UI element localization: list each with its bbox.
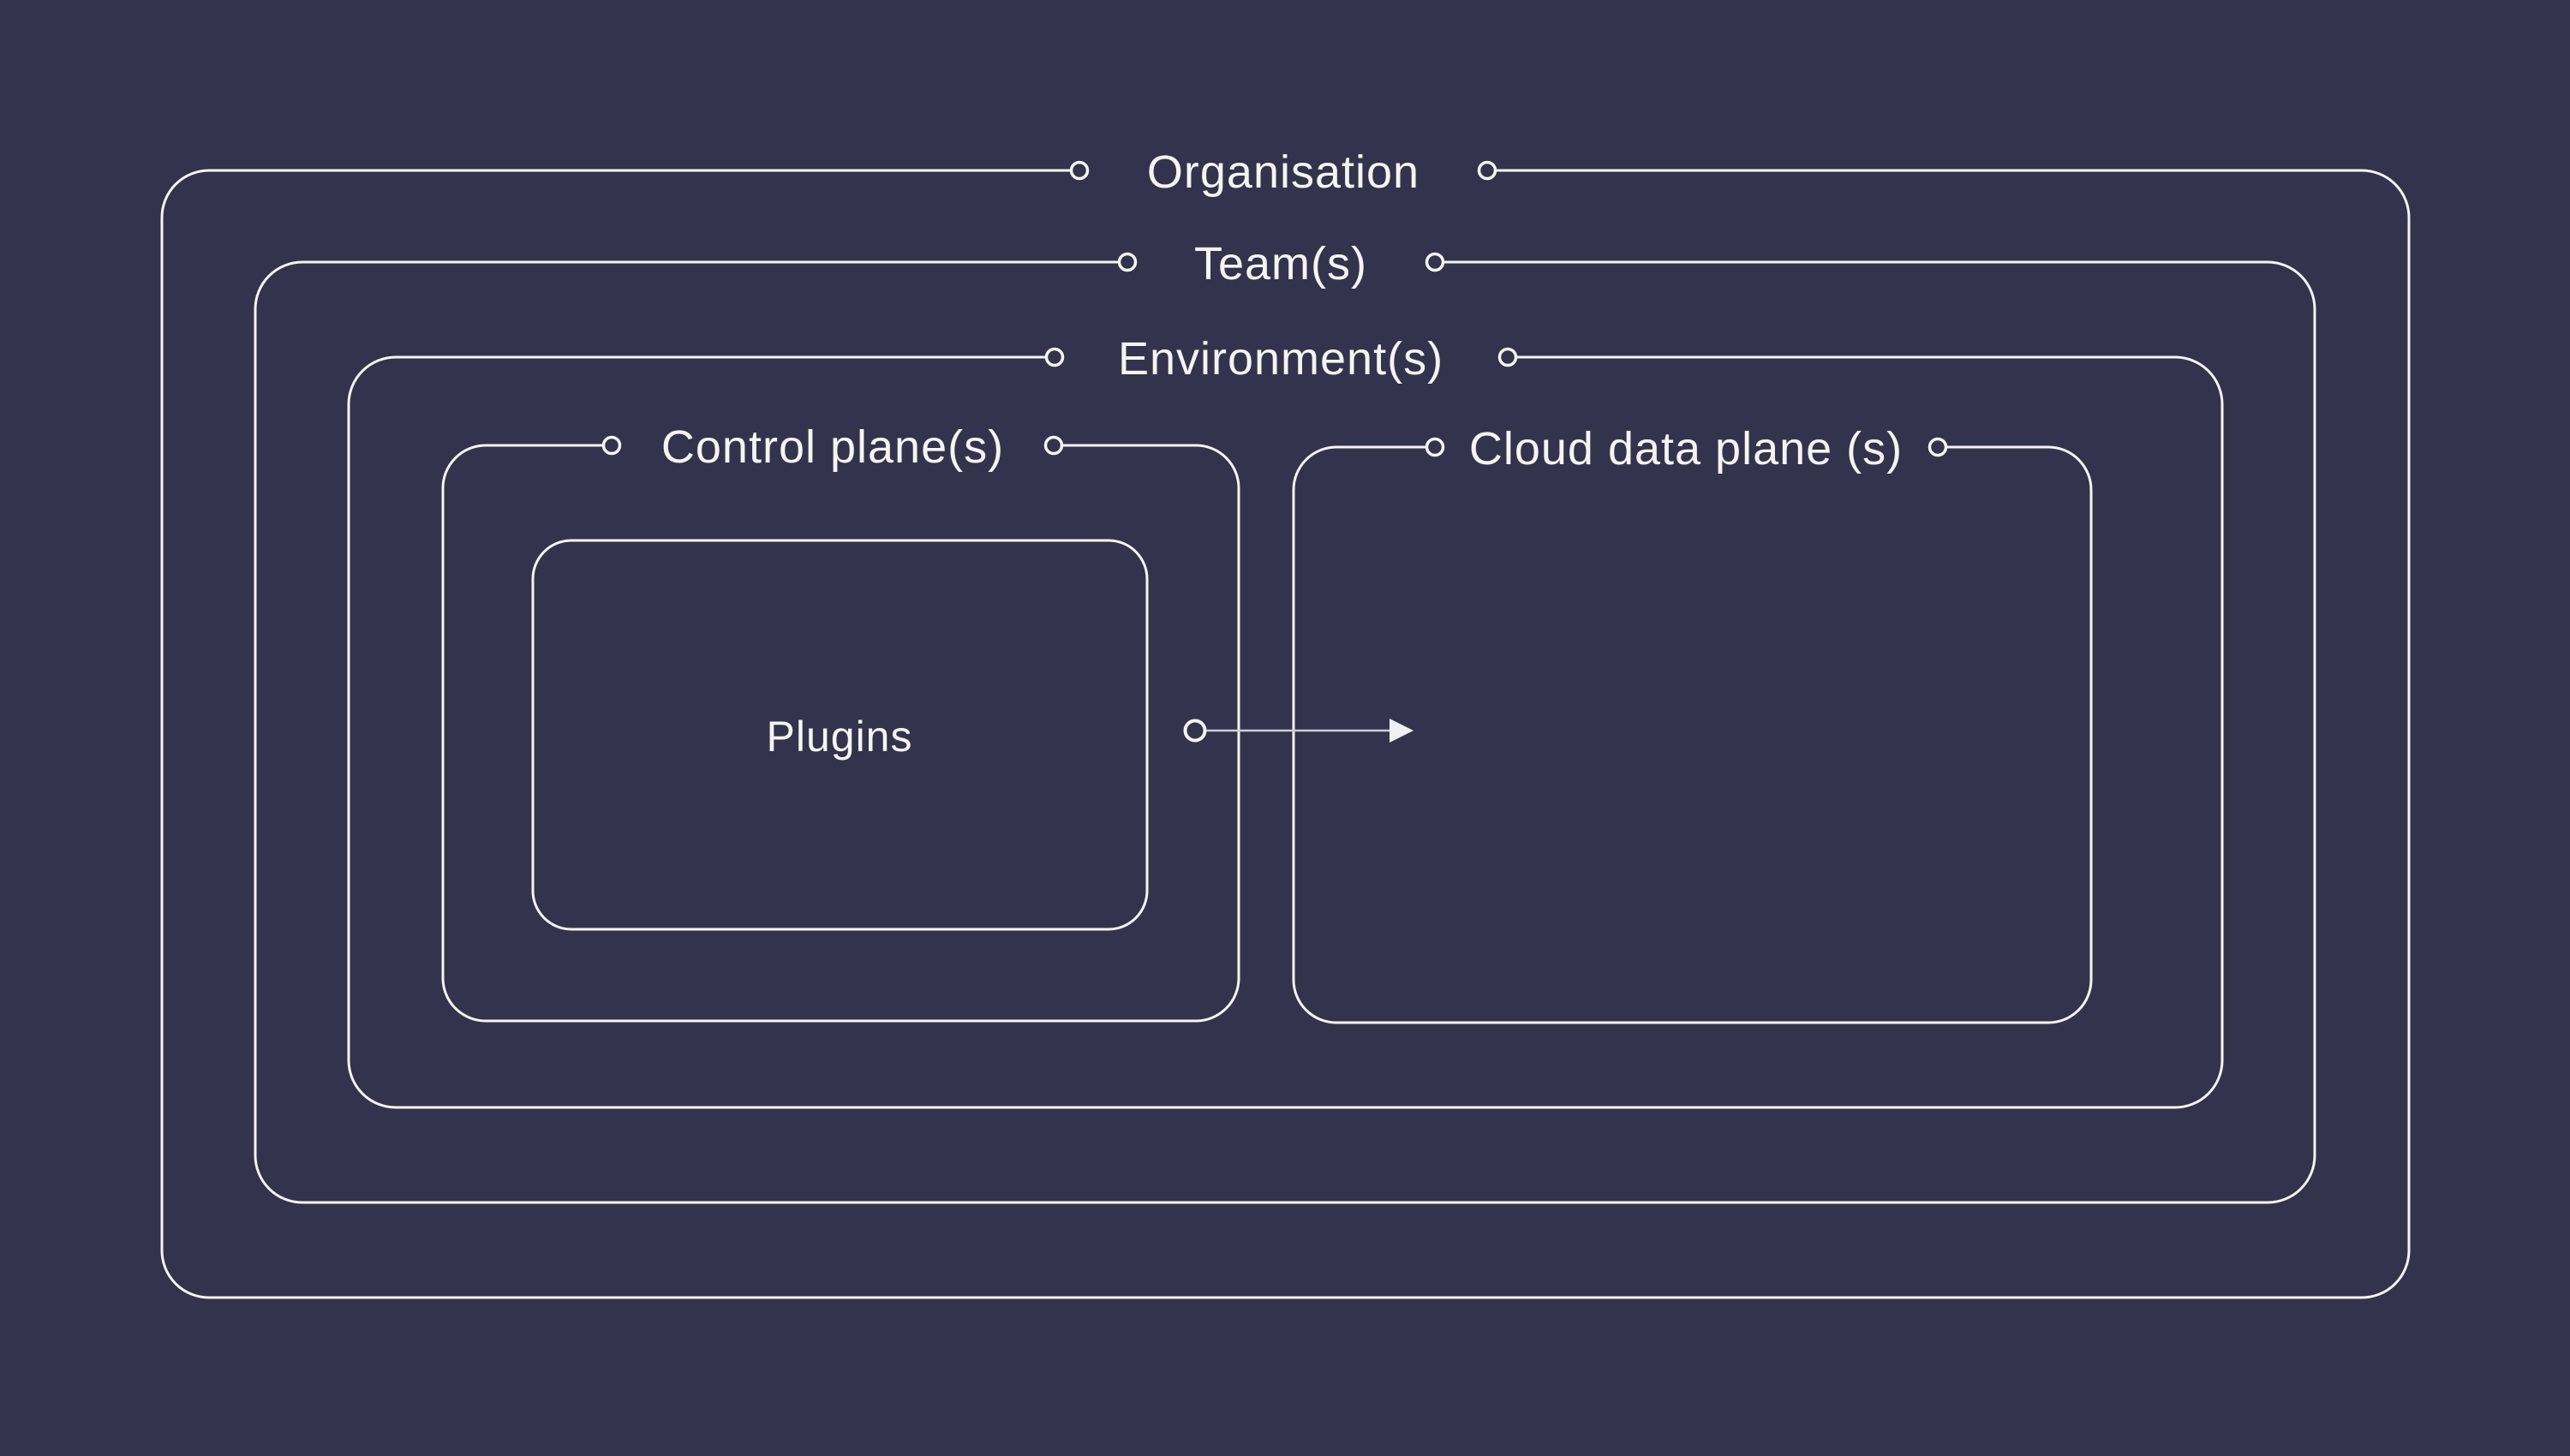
layer-labels: Organisation Team(s) Environment(s) Cont… [661, 146, 1903, 761]
teams-gap [1127, 255, 1435, 269]
plugins-to-cloud-arrow [1183, 719, 1414, 743]
environments-dot-right [1497, 347, 1518, 367]
organisation-label: Organisation [1147, 146, 1419, 198]
plugins-label: Plugins [767, 713, 913, 761]
cloud-data-plane-dot-right [1928, 437, 1948, 457]
plugins-box [531, 539, 1149, 931]
environments-label: Environment(s) [1118, 333, 1443, 385]
control-plane-gap [612, 439, 1054, 452]
control-plane-dot-left [601, 435, 622, 456]
teams-dot-right [1425, 252, 1445, 272]
label-gap-masks [612, 164, 1938, 454]
organisation-gap [1079, 164, 1487, 177]
teams-label: Team(s) [1194, 238, 1367, 289]
organisation-dot-left [1069, 160, 1090, 181]
cloud-data-plane-dot-left [1425, 437, 1445, 457]
control-plane-label: Control plane(s) [661, 421, 1004, 473]
cloud-data-plane-label: Cloud data plane (s) [1469, 423, 1903, 474]
connector-dots-inner [601, 160, 1948, 457]
connector-dots [601, 160, 1948, 457]
arrow-head-icon [1390, 719, 1414, 743]
organisation-dot-right [1477, 160, 1497, 181]
teams-dot-left [1117, 252, 1138, 272]
environments-dot-left [1044, 347, 1065, 367]
cloud-data-plane-gap [1435, 440, 1938, 454]
control-plane-dot-right [1043, 435, 1064, 456]
environments-gap [1055, 350, 1508, 364]
arrow-origin-dot [1183, 719, 1207, 743]
